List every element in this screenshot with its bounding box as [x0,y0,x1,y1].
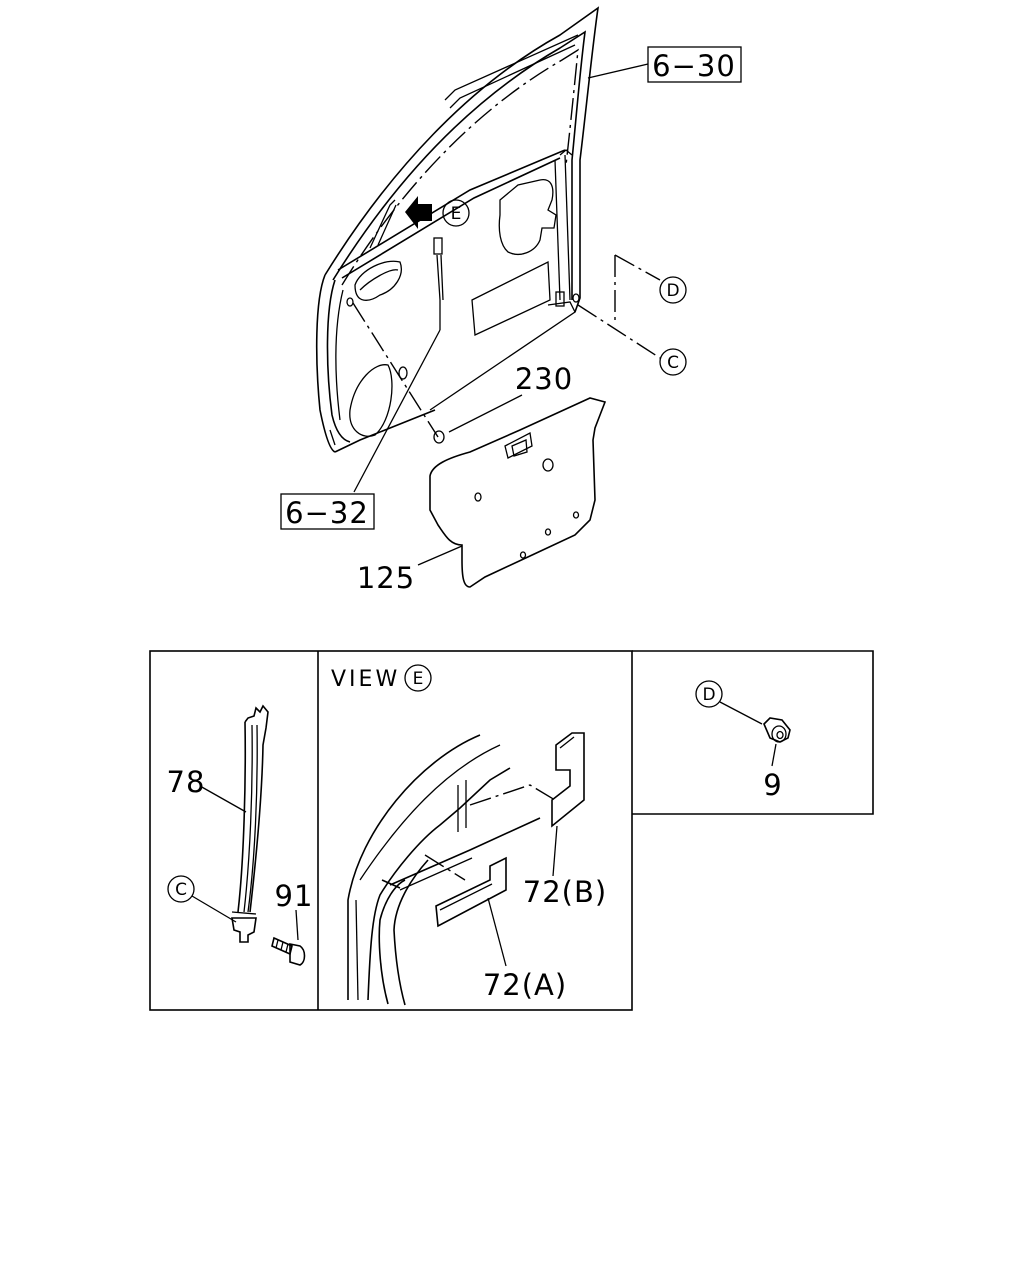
part-72a-label: 72(A) [483,968,567,1002]
svg-text:E: E [451,204,462,224]
detail-panels-frame [149,650,874,1011]
view-e-door-drawing [347,734,556,1006]
svg-text:D: D [666,281,679,301]
part-125-label: 125 [357,561,415,595]
part-78-label: 78 [167,765,206,799]
ref-box-6-30 [647,46,742,83]
trim-panel-125 [429,397,607,588]
bolt-91-icon [271,936,306,966]
ref-6-32-label: 6−32 [285,496,369,530]
door-assembly-drawing [315,6,600,453]
callout-d-right: D [695,680,723,708]
view-title: VIEW [331,667,400,692]
part-78-drawing [231,704,269,943]
pad-72b [551,732,585,828]
part-91-label: 91 [275,879,314,913]
pad-72a [435,856,507,928]
svg-text:C: C [667,353,679,373]
svg-text:E: E [413,669,424,689]
svg-text:C: C [175,880,187,900]
callout-d-main: D [659,276,687,304]
svg-text:D: D [702,685,715,705]
callout-c-main: C [659,348,687,376]
callout-e-main: E [442,199,470,227]
view-callout-e: E [404,664,432,692]
clip-9-icon [763,717,791,743]
view-arrow-icon [405,196,432,229]
part-230-label: 230 [515,362,573,396]
ref-6-30-label: 6−30 [652,49,736,83]
grommet-230 [433,430,445,444]
part-9-label: 9 [763,768,782,802]
ref-box-6-32 [280,493,375,530]
callout-c-left: C [167,875,195,903]
part-72b-label: 72(B) [523,875,607,909]
